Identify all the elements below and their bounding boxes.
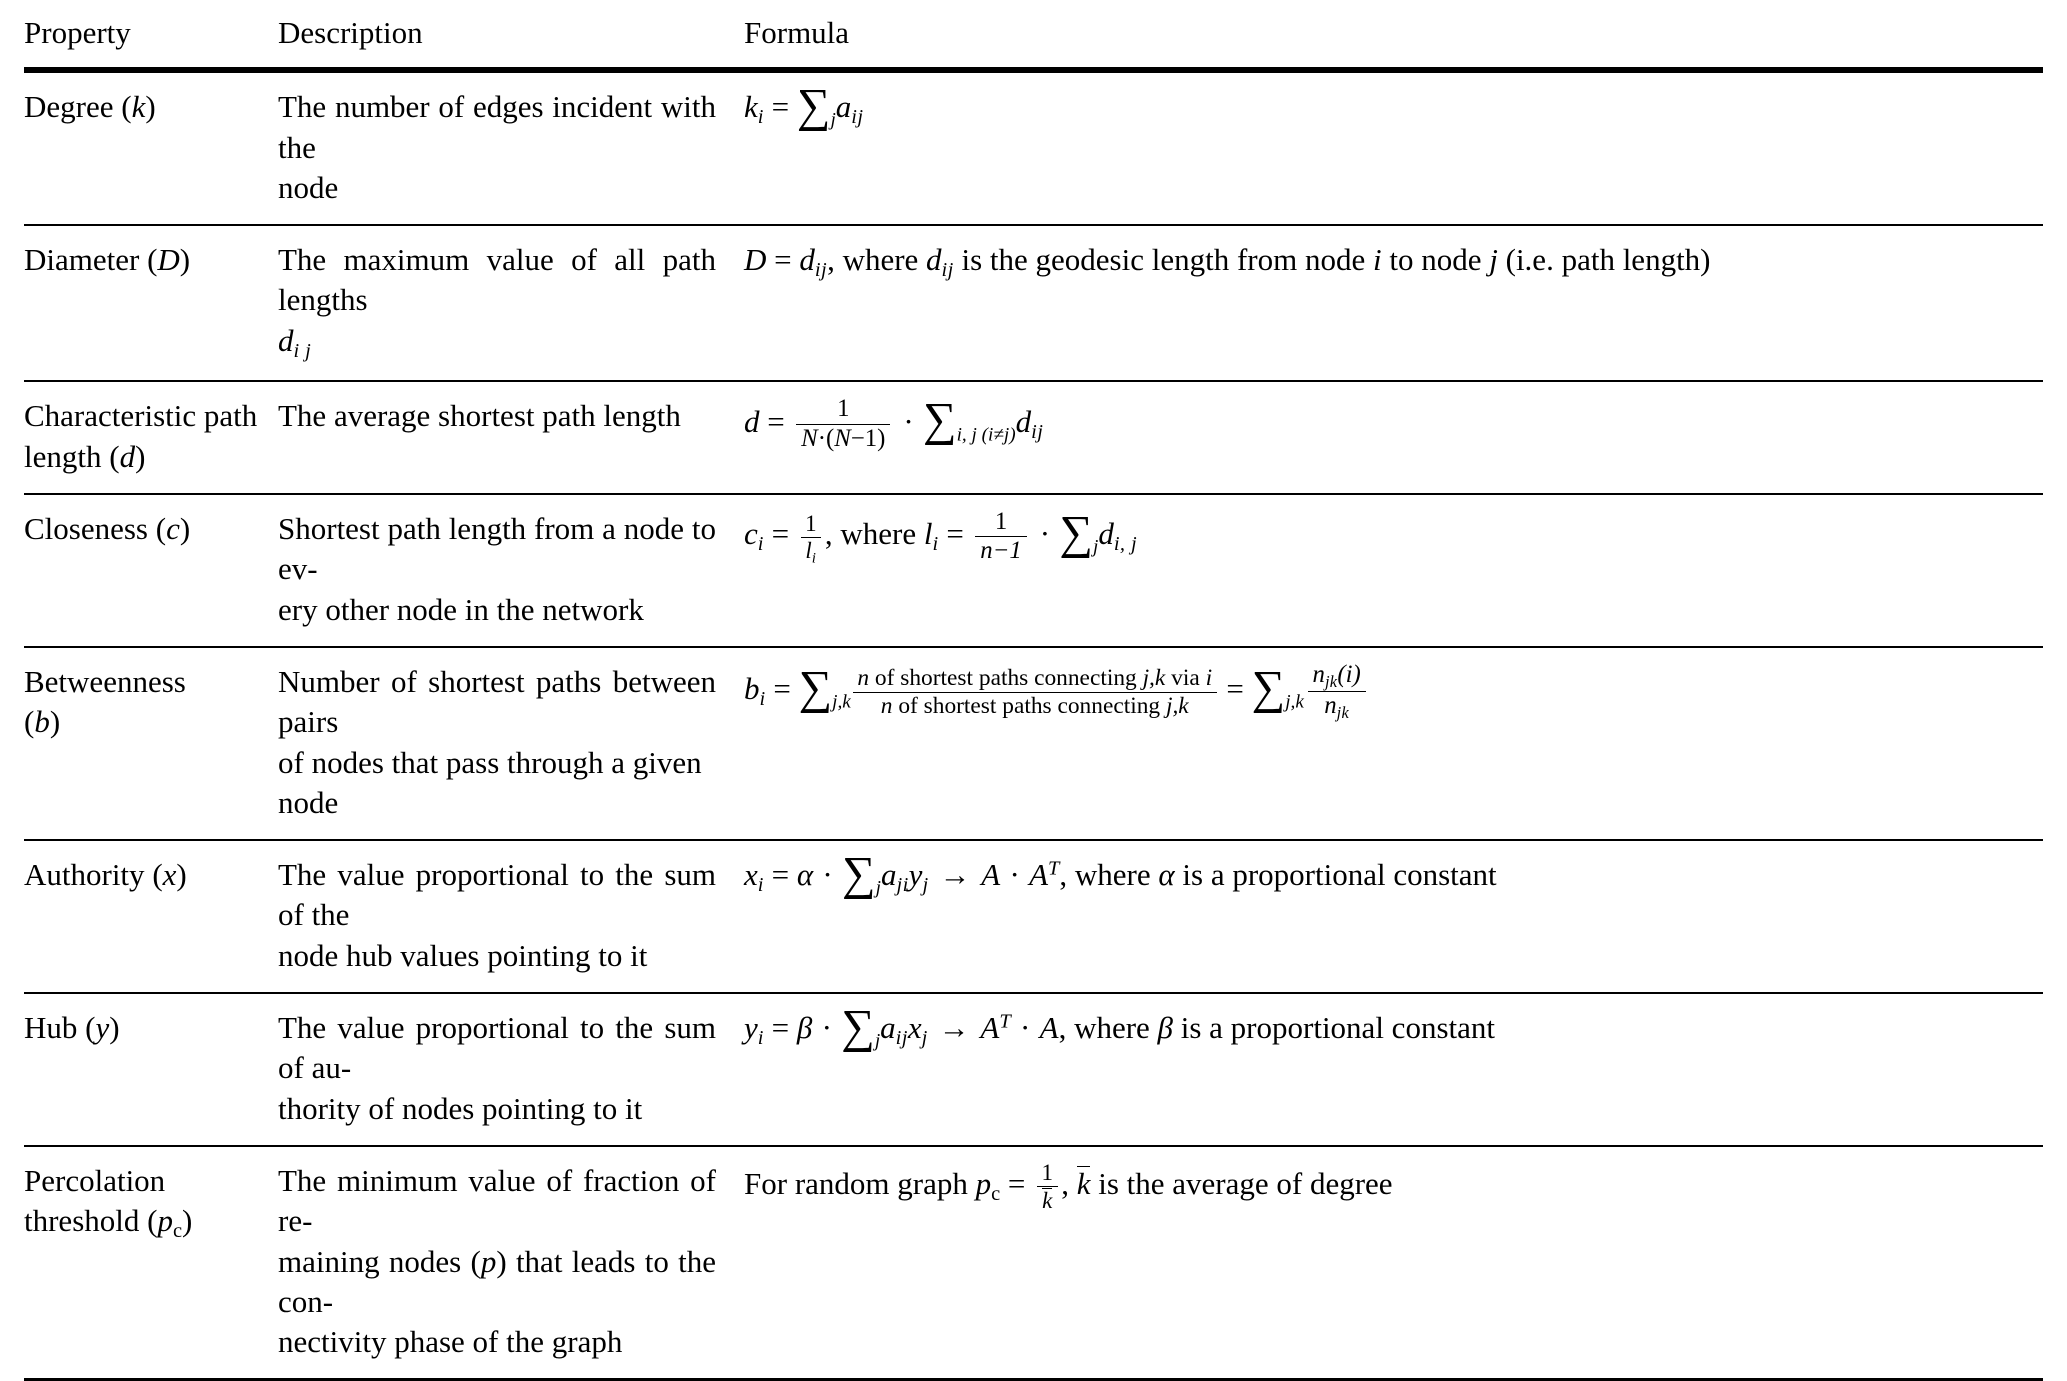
table-row: Closeness (c) Shortest path length from … xyxy=(24,495,2043,647)
property-symbol: b xyxy=(34,704,50,740)
description-line: The average shortest path length xyxy=(278,398,681,434)
description-line: The minimum value of fraction of re- xyxy=(278,1162,716,1239)
property-cell-percolation-threshold: Percolation threshold (pc) xyxy=(24,1162,193,1243)
table-row: Percolation threshold (pc) The minimum v… xyxy=(24,1147,2043,1380)
property-label: Characteristic path length xyxy=(24,398,258,474)
description-line: The value proportional to the sum of au- xyxy=(278,1010,716,1086)
property-symbol: y xyxy=(95,1010,110,1046)
description-cell-betweenness: Number of shortest paths between pairs o… xyxy=(278,648,744,840)
description-line: node hub values pointing to it xyxy=(278,937,648,973)
description-line: nectivity phase of the graph xyxy=(278,1324,623,1360)
property-cell-hub: Hub (y) xyxy=(24,1010,120,1046)
property-label: Diameter xyxy=(24,242,140,278)
description-line-math: di j xyxy=(278,322,312,362)
header-rule xyxy=(24,70,2043,75)
table-row: Characteristic path length (d) The avera… xyxy=(24,382,2043,494)
property-cell-characteristic-path-length: Characteristic path length (d) xyxy=(24,398,258,474)
property-symbol: D xyxy=(157,242,180,278)
property-cell-degree: Degree (k) xyxy=(24,89,156,125)
top-rule xyxy=(24,67,2043,72)
table-container: Property Description Formula Degree (k) … xyxy=(24,15,2043,1381)
description-line: node xyxy=(278,169,339,205)
description-cell-diameter: The maximum value of all path lengths di… xyxy=(278,226,744,381)
description-line: Shortest path length from a node to ev- xyxy=(278,511,716,587)
property-symbol: x xyxy=(162,857,177,893)
property-label-line2: threshold xyxy=(24,1203,140,1239)
property-label-line1: Percolation xyxy=(24,1162,166,1198)
header-property: Property xyxy=(24,15,131,50)
formula-diameter: D = dij, where dij is the geodesic lengt… xyxy=(744,242,1711,282)
network-properties-table: Property Description Formula Degree (k) … xyxy=(24,0,2043,1381)
table-row: Degree (k) The number of edges incident … xyxy=(24,73,2043,225)
property-symbol: d xyxy=(119,438,136,474)
table-row: Authority (x) The value proportional to … xyxy=(24,841,2043,993)
table-row: Betweenness (b) Number of shortest paths… xyxy=(24,648,2043,840)
property-cell-authority: Authority (x) xyxy=(24,857,187,893)
description-cell-percolation-threshold: The minimum value of fraction of re- mai… xyxy=(278,1147,744,1380)
description-cell-hub: The value proportional to the sum of au-… xyxy=(278,994,744,1146)
description-line: Number of shortest paths between pairs xyxy=(278,663,716,740)
property-label: Authority xyxy=(24,857,145,893)
property-cell-betweenness: Betweenness (b) xyxy=(24,663,186,740)
description-cell-authority: The value proportional to the sum of the… xyxy=(278,841,744,993)
property-label: Hub xyxy=(24,1010,78,1046)
formula-degree: ki = ∑jaij xyxy=(744,80,864,133)
header-formula: Formula xyxy=(744,15,850,50)
table-body: Degree (k) The number of edges incident … xyxy=(24,70,2043,1381)
header-description: Description xyxy=(278,15,423,50)
property-symbol: pc xyxy=(157,1203,183,1243)
description-line: ery other node in the network xyxy=(278,591,644,627)
table-row: Diameter (D) The maximum value of all pa… xyxy=(24,226,2043,381)
property-label: Betweenness xyxy=(24,663,186,699)
property-label: Degree xyxy=(24,89,114,125)
property-label: Closeness xyxy=(24,511,148,547)
formula-cell-hub: yi = β · ∑jaijxj → AT · A, where β is a … xyxy=(744,994,2043,1146)
description-cell-closeness: Shortest path length from a node to ev- … xyxy=(278,495,744,647)
property-symbol: c xyxy=(166,511,180,547)
property-cell-diameter: Diameter (D) xyxy=(24,242,191,278)
property-cell-closeness: Closeness (c) xyxy=(24,511,191,547)
description-line: of nodes that pass through a given node xyxy=(278,744,702,820)
description-line: thority of nodes pointing to it xyxy=(278,1090,643,1126)
description-cell-characteristic-path-length: The average shortest path length xyxy=(278,382,744,494)
property-symbol: k xyxy=(131,89,146,125)
description-cell-degree: The number of edges incident with the no… xyxy=(278,73,744,225)
formula-cell-authority: xi = α · ∑jajiyj → A · AT, where α is a … xyxy=(744,841,2043,993)
description-line: The value proportional to the sum of the xyxy=(278,857,716,933)
description-line: maining nodes (p) that leads to the con- xyxy=(278,1243,716,1319)
header-row: Property Description Formula xyxy=(24,0,2043,69)
table-row: Hub (y) The value proportional to the su… xyxy=(24,994,2043,1146)
formula-hub: yi = β · ∑jaijxj → AT · A, where β is a … xyxy=(744,1000,1495,1053)
formula-cell-degree: ki = ∑jaij xyxy=(744,73,2043,225)
description-line: The number of edges incident with the xyxy=(278,89,716,165)
formula-cell-diameter: D = dij, where dij is the geodesic lengt… xyxy=(744,226,2043,381)
description-line: The maximum value of all path lengths xyxy=(278,242,716,318)
table-header: Property Description Formula xyxy=(24,0,2043,69)
formula-authority: xi = α · ∑jajiyj → A · AT, where α is a … xyxy=(744,847,1497,900)
